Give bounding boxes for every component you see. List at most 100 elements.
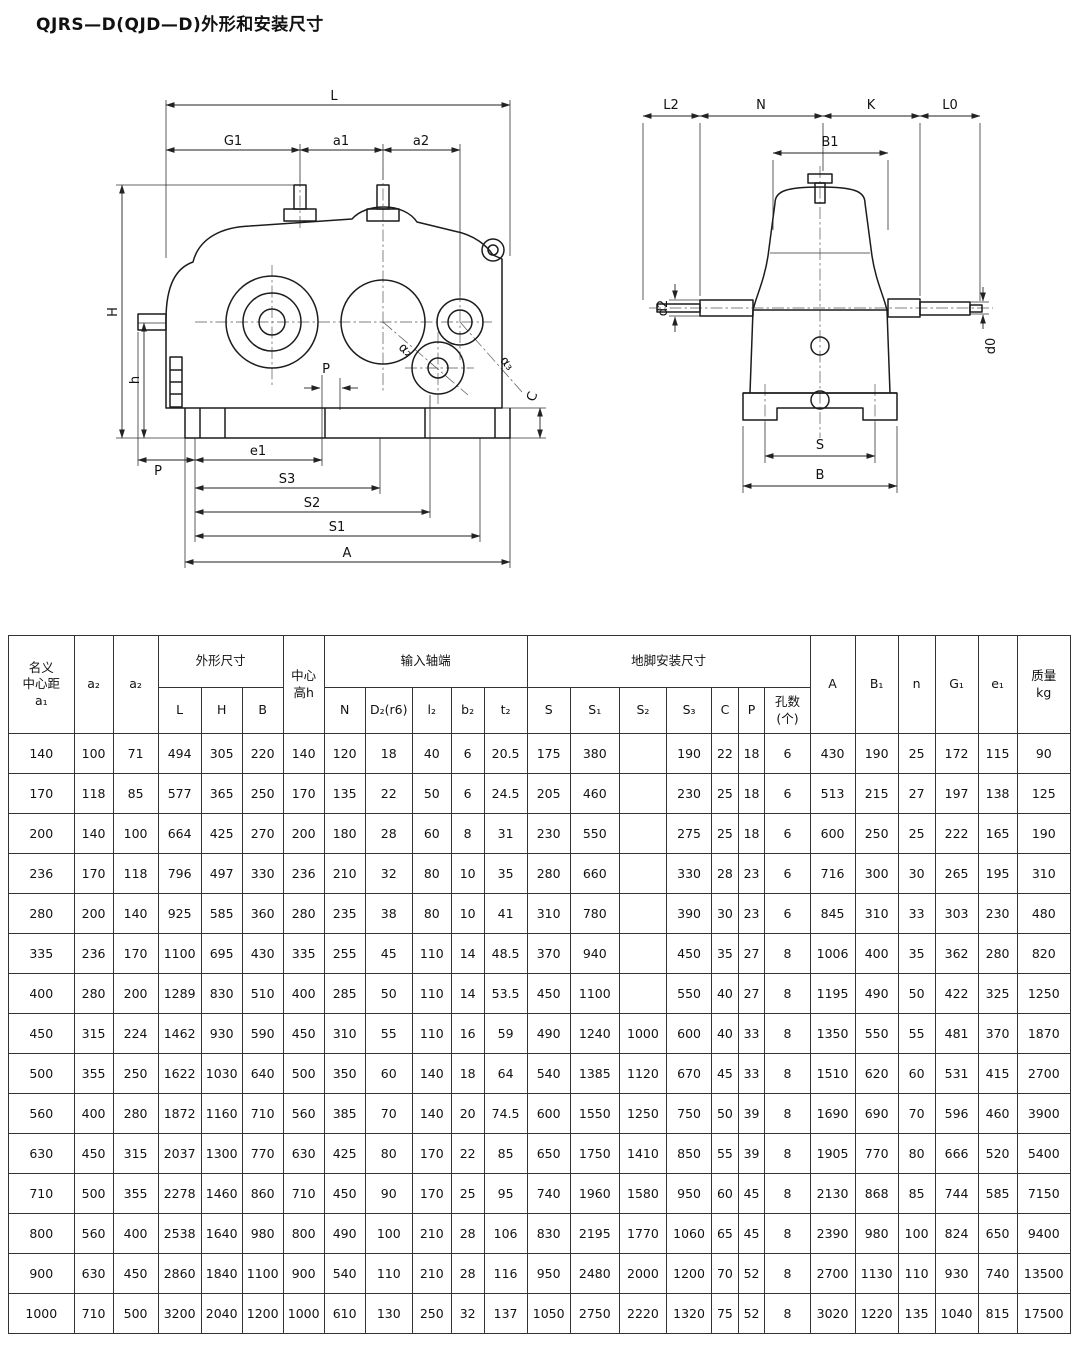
table-cell: 18 (737, 733, 766, 774)
table-cell: 585 (977, 1173, 1018, 1214)
table-cell: 18 (737, 773, 766, 814)
table-cell: 8 (764, 1173, 811, 1214)
table-cell: 170 (8, 773, 75, 814)
table-cell: 860 (241, 1173, 284, 1214)
table-cell: 596 (934, 1093, 979, 1134)
table-cell: 520 (977, 1133, 1018, 1174)
dim-label-H: H (106, 307, 121, 317)
table-cell: 45 (711, 1053, 739, 1094)
table-cell: 1000 (282, 1293, 325, 1334)
table-cell: 140 (411, 1093, 452, 1134)
table-cell: 450 (282, 1013, 325, 1054)
header-A: A (809, 635, 856, 734)
table-cell: 24.5 (483, 773, 528, 814)
table-cell: 2700 (809, 1253, 856, 1294)
table-cell: 400 (8, 973, 75, 1014)
table-cell: 60 (364, 1053, 413, 1094)
table-cell: 300 (854, 853, 899, 894)
table-cell: 925 (157, 893, 202, 934)
table-cell: 600 (526, 1093, 571, 1134)
table-cell: 2480 (569, 1253, 620, 1294)
table-cell: 90 (1016, 733, 1072, 774)
table-cell (618, 813, 668, 854)
table-cell: 3900 (1016, 1093, 1072, 1134)
table-cell: 850 (666, 1133, 713, 1174)
subheader-L: L (157, 687, 202, 734)
table-cell: 110 (897, 1253, 936, 1294)
table-cell: 140 (73, 813, 114, 854)
dim-label-S2: S2 (304, 496, 321, 511)
table-cell: 820 (1016, 933, 1072, 974)
table-cell: 200 (73, 893, 114, 934)
table-cell: 940 (569, 933, 620, 974)
table-cell: 1320 (666, 1293, 713, 1334)
table-cell: 450 (73, 1133, 114, 1174)
header-center-height: 中心 高h (282, 635, 325, 734)
table-cell: 190 (666, 733, 713, 774)
table-cell: 796 (157, 853, 202, 894)
table-cell: 6 (450, 773, 485, 814)
table-cell: 100 (364, 1213, 413, 1254)
table-cell: 180 (323, 813, 366, 854)
table-cell: 830 (526, 1213, 571, 1254)
table-cell: 710 (8, 1173, 75, 1214)
table-cell: 100 (112, 813, 159, 854)
table-cell: 770 (241, 1133, 284, 1174)
header-foot-mounting: 地脚安装尺寸 (526, 635, 811, 688)
dim-label-d2: d2 (656, 300, 671, 317)
table-cell: 135 (323, 773, 366, 814)
table-cell: 1000 (618, 1013, 668, 1054)
table-cell: 35 (897, 933, 936, 974)
table-cell: 800 (8, 1213, 75, 1254)
table-cell: 116 (483, 1253, 528, 1294)
table-cell: 400 (73, 1093, 114, 1134)
table-cell: 710 (73, 1293, 114, 1334)
table-cell: 415 (977, 1053, 1018, 1094)
table-cell (618, 893, 668, 934)
table-cell: 335 (8, 933, 75, 974)
header-nominal-center-distance: 名义 中心距 a₁ (8, 635, 75, 734)
header-B1: B₁ (854, 635, 899, 734)
table-cell (618, 853, 668, 894)
table-cell: 6 (764, 773, 811, 814)
table-cell: 18 (450, 1053, 485, 1094)
subheader-holes: 孔数 (个) (764, 687, 811, 734)
table-cell: 255 (323, 933, 366, 974)
table-cell: 490 (854, 973, 899, 1014)
table-cell: 170 (411, 1133, 452, 1174)
table-cell: 50 (711, 1093, 739, 1134)
table-cell: 2750 (569, 1293, 620, 1334)
table-cell: 650 (526, 1133, 571, 1174)
table-cell: 45 (737, 1173, 766, 1214)
table-cell: 560 (8, 1093, 75, 1134)
table-cell: 330 (666, 853, 713, 894)
table-cell: 8 (764, 1133, 811, 1174)
table-cell: 8 (764, 933, 811, 974)
table-cell: 1750 (569, 1133, 620, 1174)
subheader-D2: D₂(r6) (364, 687, 413, 734)
table-cell: 355 (112, 1173, 159, 1214)
table-cell: 740 (977, 1253, 1018, 1294)
table-cell: 550 (569, 813, 620, 854)
table-cell: 370 (977, 1013, 1018, 1054)
dim-label-L2: L2 (663, 98, 679, 113)
table-cell: 31 (483, 813, 528, 854)
subheader-P: P (737, 687, 766, 734)
table-cell: 28 (711, 853, 739, 894)
subheader-B: B (241, 687, 284, 734)
table-cell: 1289 (157, 973, 202, 1014)
table-cell: 59 (483, 1013, 528, 1054)
table-cell: 106 (483, 1213, 528, 1254)
table-cell: 10 (450, 893, 485, 934)
table-cell: 110 (411, 1013, 452, 1054)
table-cell: 1580 (618, 1173, 668, 1214)
table-cell: 385 (323, 1093, 366, 1134)
header-e1: e₁ (977, 635, 1018, 734)
table-cell: 600 (809, 813, 856, 854)
table-cell: 362 (934, 933, 979, 974)
